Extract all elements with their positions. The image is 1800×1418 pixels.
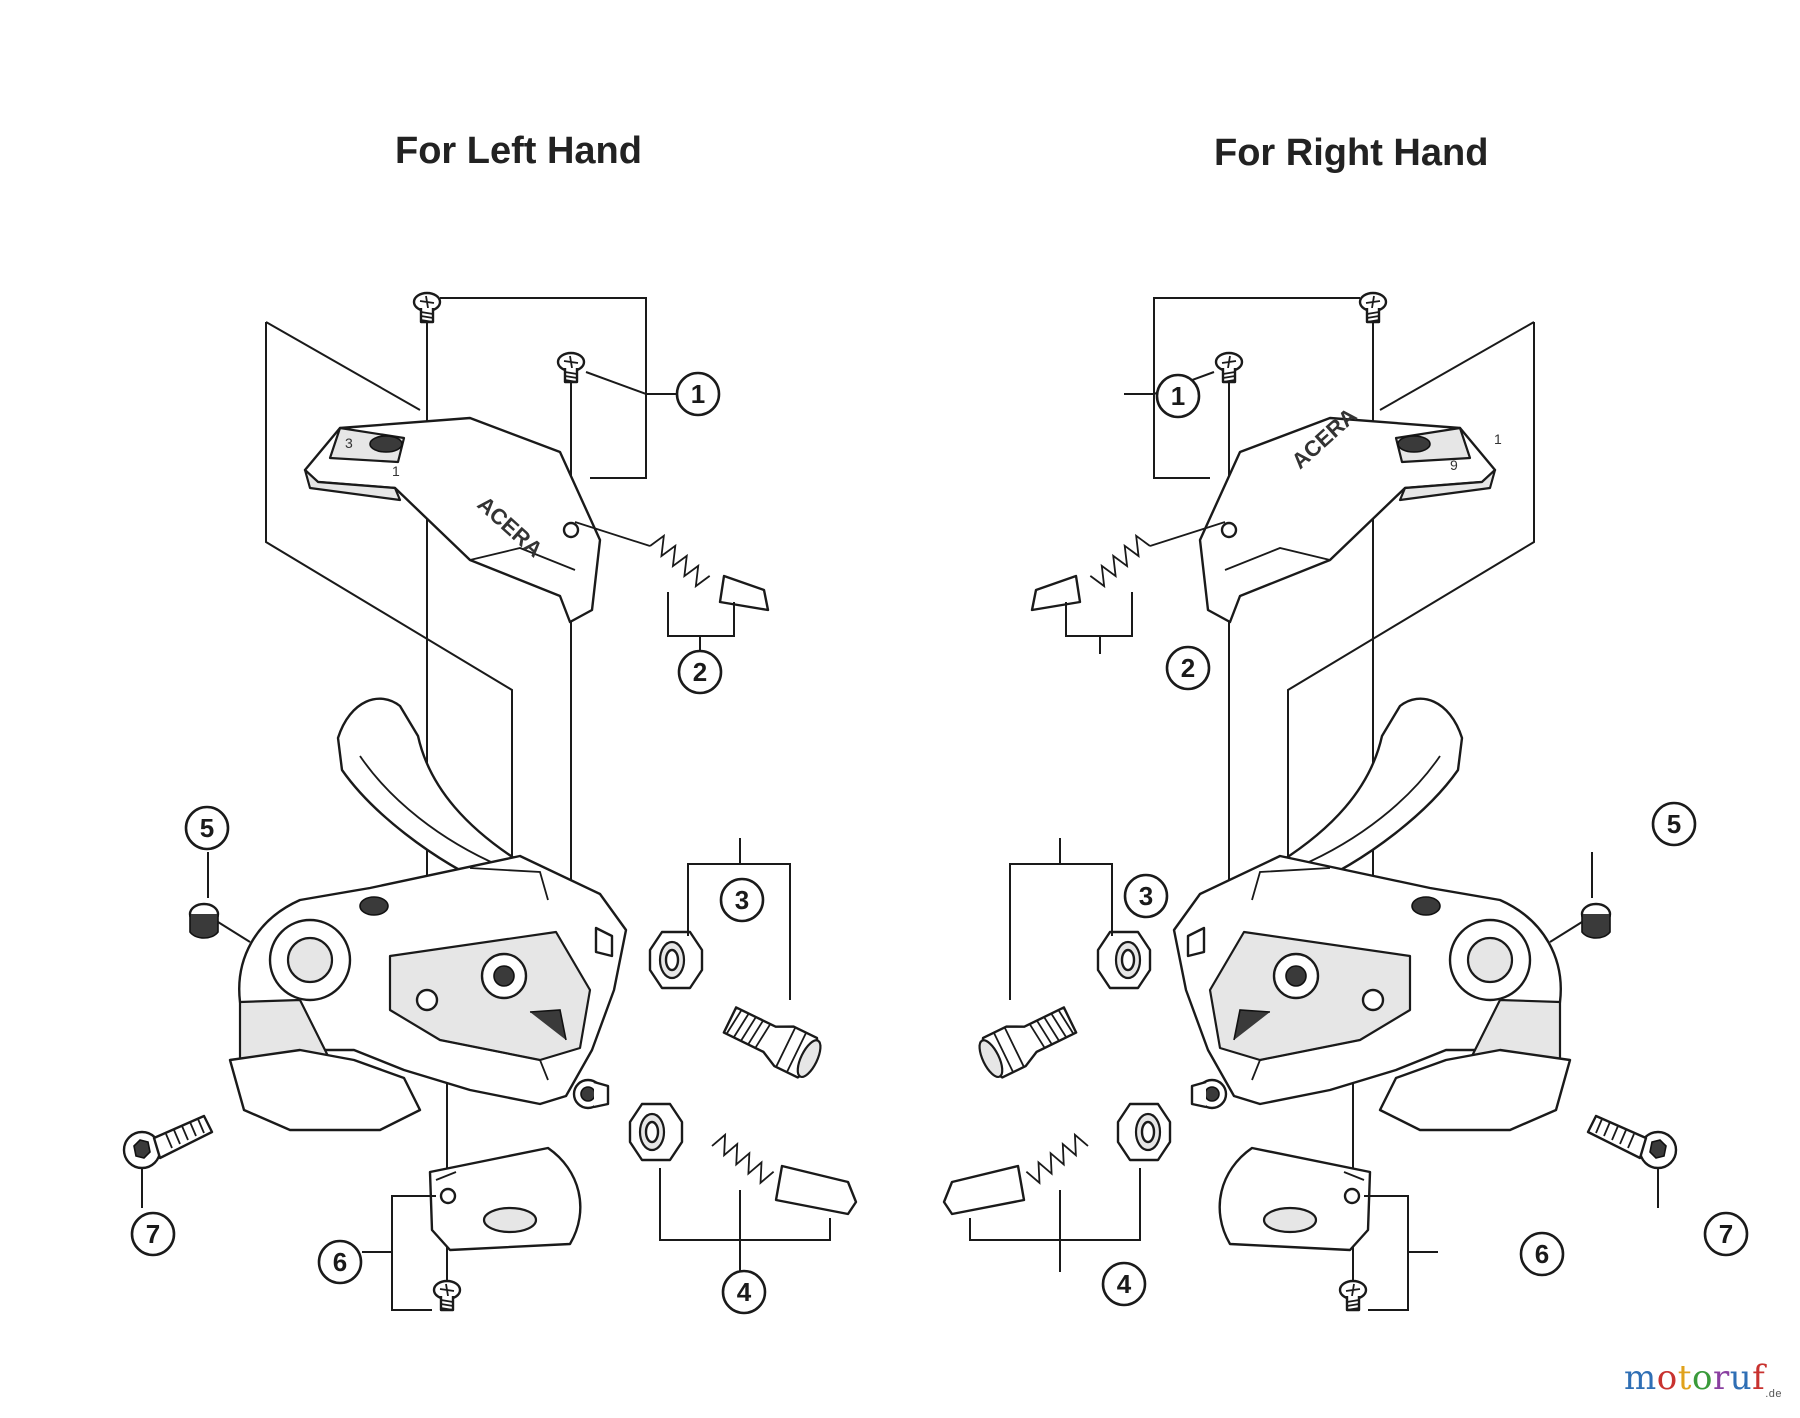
right-brake-lever bbox=[1238, 697, 1464, 902]
right-shifter-body bbox=[1172, 854, 1562, 1106]
left-barrel-adjuster bbox=[719, 999, 828, 1084]
callout-right-2: 2 bbox=[1165, 645, 1211, 691]
callout-left-7: 7 bbox=[130, 1211, 176, 1257]
part-callouts: 1 2 3 4 5 6 7 1 2 3 4 5 6 7 bbox=[130, 371, 1749, 1315]
left-indicator-cover: ACERA 3 1 bbox=[303, 416, 602, 624]
svg-text:3: 3 bbox=[1139, 881, 1153, 911]
left-shifter-body bbox=[238, 854, 628, 1106]
left-cable-outlet bbox=[572, 1078, 610, 1110]
svg-text:5: 5 bbox=[200, 813, 214, 843]
callout-right-5: 5 bbox=[1651, 801, 1697, 847]
left-hand-assembly: ACERA 3 1 bbox=[122, 291, 858, 1312]
left-leader-6 bbox=[391, 1195, 436, 1311]
svg-text:6: 6 bbox=[1535, 1239, 1549, 1269]
left-end-cap bbox=[188, 902, 220, 939]
right-trigger-lever bbox=[1378, 1048, 1572, 1132]
svg-text:7: 7 bbox=[146, 1219, 160, 1249]
left-indexing-spring bbox=[641, 531, 718, 591]
left-cable-nut bbox=[628, 1102, 684, 1162]
left-trigger-lever bbox=[228, 1048, 422, 1132]
left-base-cover bbox=[428, 1146, 582, 1252]
right-hand-assembly bbox=[942, 291, 1678, 1312]
left-cover-gear-1: 1 bbox=[392, 463, 400, 479]
callout-left-1: 1 bbox=[675, 371, 721, 417]
callout-left-5: 5 bbox=[184, 805, 230, 851]
left-clamp-bolt bbox=[122, 1114, 214, 1170]
watermark-logo: motoruf.de bbox=[1624, 1358, 1782, 1400]
left-cable-port-upper bbox=[594, 926, 614, 958]
left-guide-line-outer bbox=[265, 322, 513, 930]
right-cover-gear-1: 1 bbox=[1494, 431, 1502, 447]
callout-left-2: 2 bbox=[677, 649, 723, 695]
svg-text:1: 1 bbox=[1171, 381, 1185, 411]
left-leader-4 bbox=[659, 1168, 831, 1241]
callout-right-4: 4 bbox=[1101, 1261, 1147, 1307]
svg-text:5: 5 bbox=[1667, 809, 1681, 839]
svg-text:3: 3 bbox=[735, 885, 749, 915]
svg-text:4: 4 bbox=[737, 1277, 752, 1307]
left-hand-heading: For Left Hand bbox=[395, 130, 642, 172]
left-cover-screw-short bbox=[556, 351, 586, 384]
svg-text:6: 6 bbox=[333, 1247, 347, 1277]
left-leader-1 bbox=[440, 297, 647, 396]
left-cable-spring bbox=[705, 1131, 781, 1187]
watermark-text: motoruf bbox=[1624, 1358, 1766, 1399]
left-cover-screw-long bbox=[412, 291, 442, 324]
callout-left-4: 4 bbox=[721, 1269, 767, 1315]
left-brake-lever bbox=[336, 697, 562, 902]
left-cover-gear-3: 3 bbox=[345, 435, 353, 451]
left-guide-line-top bbox=[265, 321, 421, 411]
callout-left-3: 3 bbox=[719, 877, 765, 923]
right-indicator-cover bbox=[1198, 416, 1497, 624]
svg-text:2: 2 bbox=[1181, 653, 1195, 683]
left-adjuster-nut bbox=[648, 930, 704, 990]
callout-right-6: 6 bbox=[1519, 1231, 1565, 1277]
right-cover-gear-9: 9 bbox=[1450, 457, 1458, 473]
left-indexing-pin bbox=[718, 574, 770, 612]
svg-text:1: 1 bbox=[691, 379, 705, 409]
svg-text:7: 7 bbox=[1719, 1219, 1733, 1249]
callout-right-3: 3 bbox=[1123, 873, 1169, 919]
left-base-screw bbox=[432, 1279, 462, 1312]
callout-right-1: 1 bbox=[1155, 373, 1201, 419]
right-hand-heading: For Right Hand bbox=[1214, 132, 1489, 174]
svg-text:4: 4 bbox=[1117, 1269, 1132, 1299]
left-cable-bolt bbox=[774, 1164, 858, 1216]
watermark-suffix: .de bbox=[1765, 1388, 1782, 1400]
callout-left-6: 6 bbox=[317, 1239, 363, 1285]
svg-text:2: 2 bbox=[693, 657, 707, 687]
callout-right-7: 7 bbox=[1703, 1211, 1749, 1257]
